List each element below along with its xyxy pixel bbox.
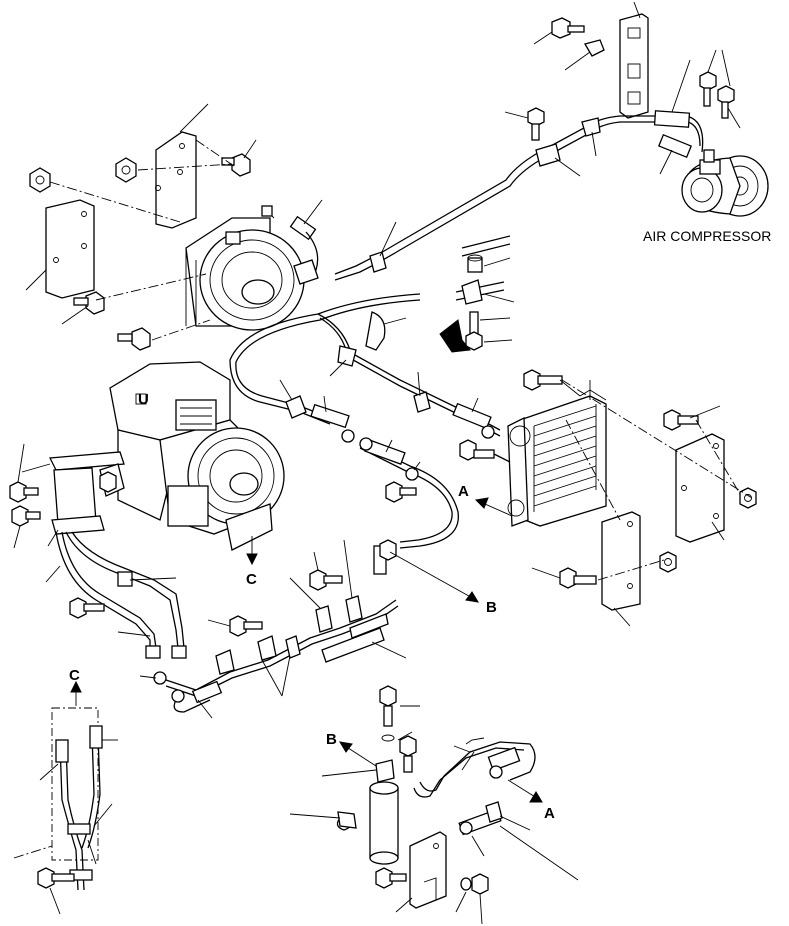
- engine-mark: U: [138, 391, 149, 408]
- down-arrow-icon: [439, 319, 471, 353]
- suction-hose: [229, 293, 501, 549]
- nut-upper-1: [115, 157, 137, 183]
- bolt-top-3: [504, 107, 545, 141]
- ref-label-c-left: C: [69, 667, 80, 684]
- air-compressor-label: AIR COMPRESSOR: [643, 228, 771, 244]
- ref-label-a-top: A: [458, 483, 469, 500]
- dash-upper-1: [49, 181, 181, 223]
- bolt-top-2: [699, 49, 741, 129]
- dash-cond-2: [695, 419, 741, 495]
- bolt-lower-mid-1: [207, 615, 263, 637]
- lower-left-piping: [21, 451, 187, 659]
- bracket-upper-1: [155, 103, 209, 229]
- nut-upper-2: [29, 167, 51, 193]
- bolt-lower-left-3: [69, 597, 105, 619]
- lower-middle-hose: [139, 539, 407, 719]
- bolt-lower-mid-3: [385, 481, 417, 503]
- ref-arrow-a-bottom: [507, 779, 543, 803]
- condenser-bracket-right: [675, 433, 725, 543]
- condenser-bracket-lower: [601, 511, 641, 627]
- dash-upper-5: [195, 139, 235, 167]
- ref-arrow-c-left: [70, 680, 82, 706]
- ref-arrow-a-top: [474, 497, 513, 517]
- dryer-bracket: [409, 831, 447, 909]
- bolt-upper-3: [117, 327, 151, 351]
- nut-condenser-2: [659, 551, 677, 573]
- bolt-lower-left-1: [9, 443, 39, 503]
- hose-detail-c: [13, 707, 118, 915]
- dash-cond-3: [597, 559, 665, 581]
- dash-cond-1: [561, 379, 753, 499]
- ref-arrow-c-mid: [246, 536, 258, 566]
- receiver-dryer: [369, 685, 420, 865]
- bolt-condenser-1: [523, 369, 581, 397]
- ref-arrow-b-mid: [389, 551, 479, 603]
- compressor-bracket: [619, 1, 649, 119]
- bracket-upper-2: [25, 199, 95, 299]
- dash-cond-4: [565, 419, 621, 521]
- nut-condenser-1: [739, 487, 757, 509]
- lower-engine: [109, 361, 285, 551]
- bolt-condenser-3: [459, 439, 511, 463]
- bolt-upper-1: [221, 139, 257, 177]
- bolt-top-1: [533, 17, 585, 45]
- hose-fitting-upper: [289, 199, 323, 285]
- dryer-lines: [413, 737, 579, 881]
- condenser: [507, 380, 607, 527]
- upper-engine-pulley: [185, 205, 305, 331]
- bolt-condenser-4: [531, 567, 597, 589]
- dryer-washer-nut: [455, 873, 489, 925]
- small-parts-stack: [439, 235, 515, 353]
- dryer-bolt-2: [375, 867, 407, 889]
- ref-arrow-b-bottom: [339, 741, 377, 767]
- dryer-hose-clamp: [289, 811, 357, 831]
- ref-label-b-mid: B: [486, 599, 497, 616]
- bolt-upper-2: [61, 291, 105, 325]
- dash-upper-2: [137, 163, 233, 171]
- clip-top: [564, 39, 605, 71]
- discharge-hose: [334, 59, 704, 281]
- dryer-bolt-1: [399, 735, 417, 773]
- ref-label-b-bottom: B: [326, 731, 337, 748]
- bolt-lower-left-2: [11, 505, 41, 549]
- dash-upper-3: [95, 273, 207, 301]
- ref-label-c-mid: C: [246, 571, 257, 588]
- bolt-lower-mid-2: [309, 551, 343, 591]
- bolt-condenser-2: [663, 405, 721, 431]
- air-compressor: [681, 149, 769, 217]
- ref-label-a-bottom: A: [544, 805, 555, 822]
